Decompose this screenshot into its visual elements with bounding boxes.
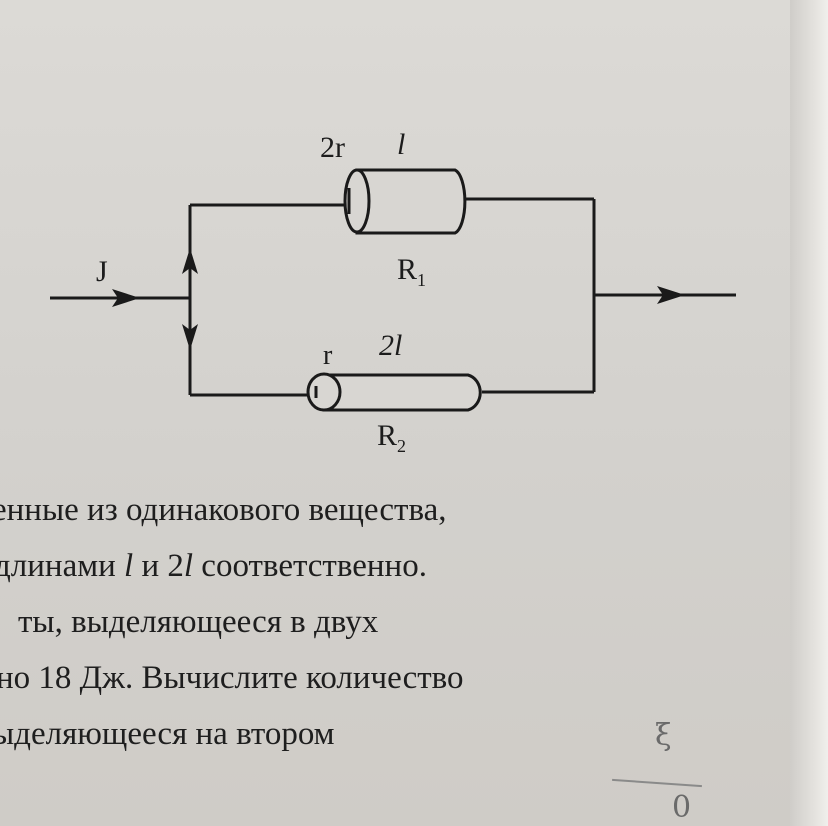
pencil-mark-bottom: 0 xyxy=(672,790,692,825)
resistor-r1-cylinder xyxy=(343,168,467,235)
down-arrow xyxy=(182,324,198,350)
text-line-4: но 18 Дж. Вычислите количество xyxy=(0,660,464,696)
r1-length-label: l xyxy=(397,128,406,161)
r1-label: R1 xyxy=(397,253,427,290)
r2-radius-label: r xyxy=(323,340,333,371)
r2-label: R2 xyxy=(377,419,407,456)
page-edge xyxy=(790,0,828,826)
output-arrow xyxy=(657,286,685,304)
text-line-5: ыделяющееся на втором xyxy=(0,716,335,752)
current-label: J xyxy=(96,255,108,288)
input-arrow xyxy=(112,289,140,307)
up-arrow xyxy=(182,248,198,274)
r1-radius-label: 2r xyxy=(320,131,345,164)
text-line-1: енные из одинакового вещества, xyxy=(0,492,447,528)
r2-length-label: 2l xyxy=(379,329,403,362)
pencil-mark-top: ξ xyxy=(655,718,672,753)
problem-text: енные из одинакового вещества, длинами l… xyxy=(0,482,790,762)
text-line-3: ты, выделяющееся в двух xyxy=(18,604,379,640)
resistor-r2-cylinder xyxy=(306,372,482,412)
text-line-2: длинами l и 2l соответственно. xyxy=(0,548,427,584)
